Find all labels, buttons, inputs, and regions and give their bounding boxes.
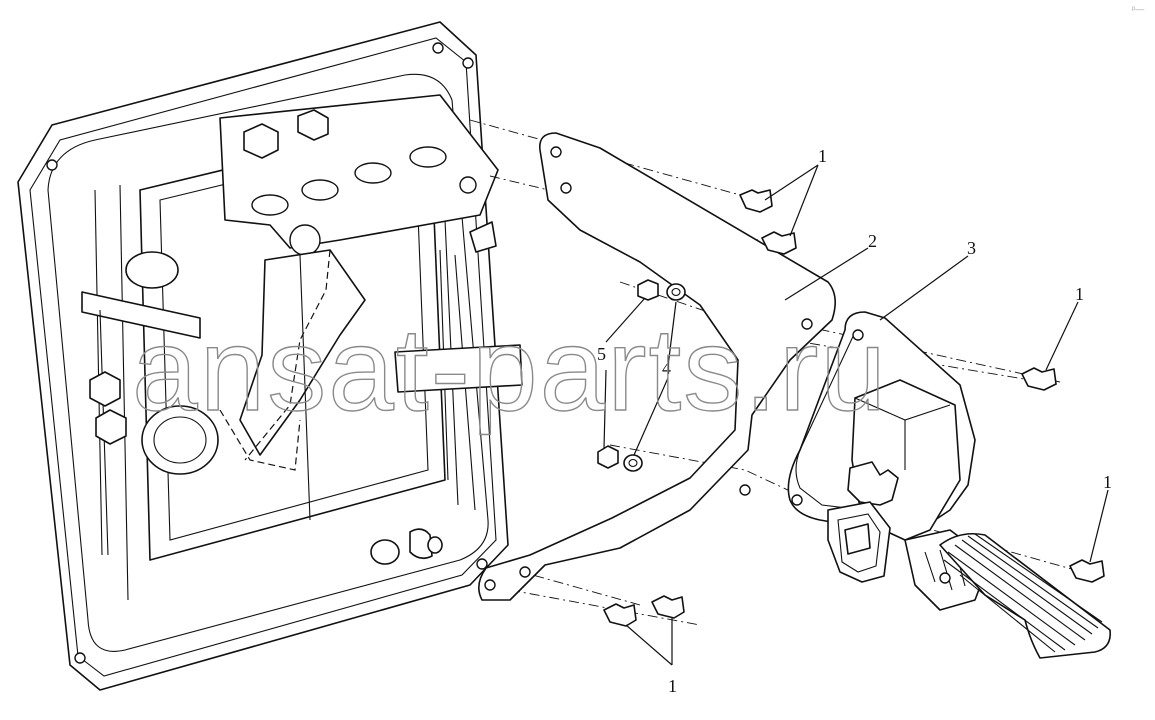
callout-bracket: 2 bbox=[868, 231, 877, 251]
callout-nut: 5 bbox=[597, 344, 606, 364]
bolt-1-bottom-b bbox=[651, 595, 685, 619]
watermark-text: ansat-parts.ru bbox=[132, 304, 888, 436]
mounting-plate bbox=[17, 21, 523, 691]
callout-bolt-bottom: 1 bbox=[668, 676, 677, 696]
nut-5-lower bbox=[597, 445, 619, 469]
bolt-1-bottom-a bbox=[603, 603, 637, 627]
nut-5-upper bbox=[637, 279, 659, 301]
callout-bolt-upper: 1 bbox=[818, 146, 827, 166]
leader-lines bbox=[603, 164, 1109, 666]
bracket-part-2 bbox=[478, 132, 836, 601]
fasteners bbox=[597, 189, 1105, 627]
callout-bolt-right-lower: 1 bbox=[1103, 472, 1112, 492]
callout-bolt-right-upper: 1 bbox=[1075, 284, 1084, 304]
callout-washer: 4 bbox=[662, 358, 671, 378]
bolt-1-upper-a bbox=[739, 189, 773, 213]
accelerator-pedal-module bbox=[827, 379, 1112, 659]
washer-4-upper bbox=[666, 283, 686, 301]
callout-labels: 1 2 3 1 1 1 5 4 bbox=[597, 146, 1112, 696]
callout-pedal-bracket: 3 bbox=[967, 238, 976, 258]
bolt-1-right-upper bbox=[1021, 367, 1057, 391]
bolt-1-right-lower bbox=[1069, 559, 1105, 583]
corner-mark: ᵖ— bbox=[1132, 4, 1144, 14]
washer-4-lower bbox=[623, 454, 643, 472]
bolt-1-upper-b bbox=[761, 231, 797, 255]
